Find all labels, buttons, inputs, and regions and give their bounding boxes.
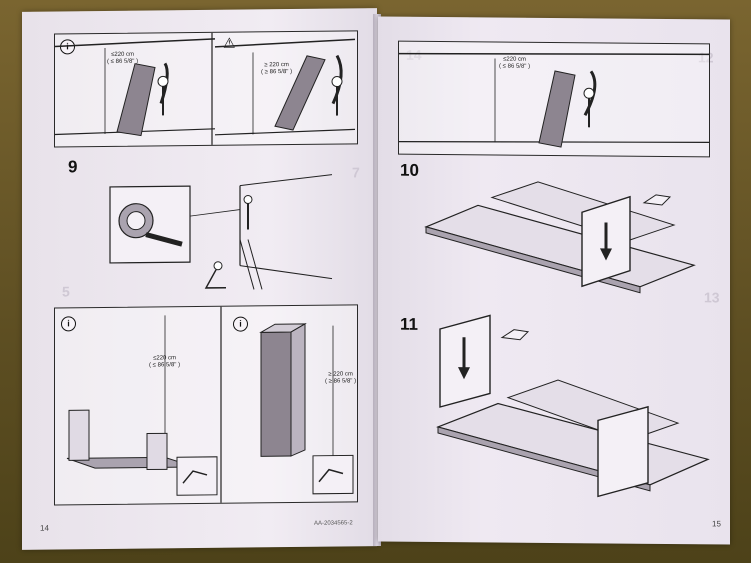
top-instruction-panel: i ⚠ ≤220 cm ( ≤ 86 5/8" ) ≥ 220 cm ( ≥ 8… (54, 30, 358, 148)
tilt-wardrobe-reminder-illustration (398, 52, 710, 148)
right-page: 14 12 ≤220 cm ( ≤ 86 5/8" ) 10 13 11 (378, 16, 730, 545)
lay-down-wardrobe-illustration (66, 306, 354, 503)
step-11-second-side-panel-illustration (436, 314, 710, 498)
step-9-tape-illustration (109, 174, 333, 290)
left-page-number: 14 (40, 523, 49, 533)
ghost-number-5: 5 (62, 283, 70, 300)
book-spine (373, 14, 381, 546)
left-page: i ⚠ ≤220 cm ( ≤ 86 5/8" ) ≥ 220 cm ( ≥ 8… (22, 8, 377, 550)
document-code: AA-2034565-2 (314, 520, 353, 527)
ghost-number-13: 13 (704, 289, 720, 306)
step-10-side-panel-illustration (424, 181, 696, 294)
bottom-instruction-panel: i i ≤220 cm ( ≤ 86 5/8" ) ≥ 220 cm ( ≥ 8… (54, 304, 358, 506)
tilt-wardrobe-illustration (54, 32, 356, 145)
top-reminder-panel: ≤220 cm ( ≤ 86 5/8" ) (398, 40, 710, 158)
right-page-number: 15 (712, 519, 721, 529)
